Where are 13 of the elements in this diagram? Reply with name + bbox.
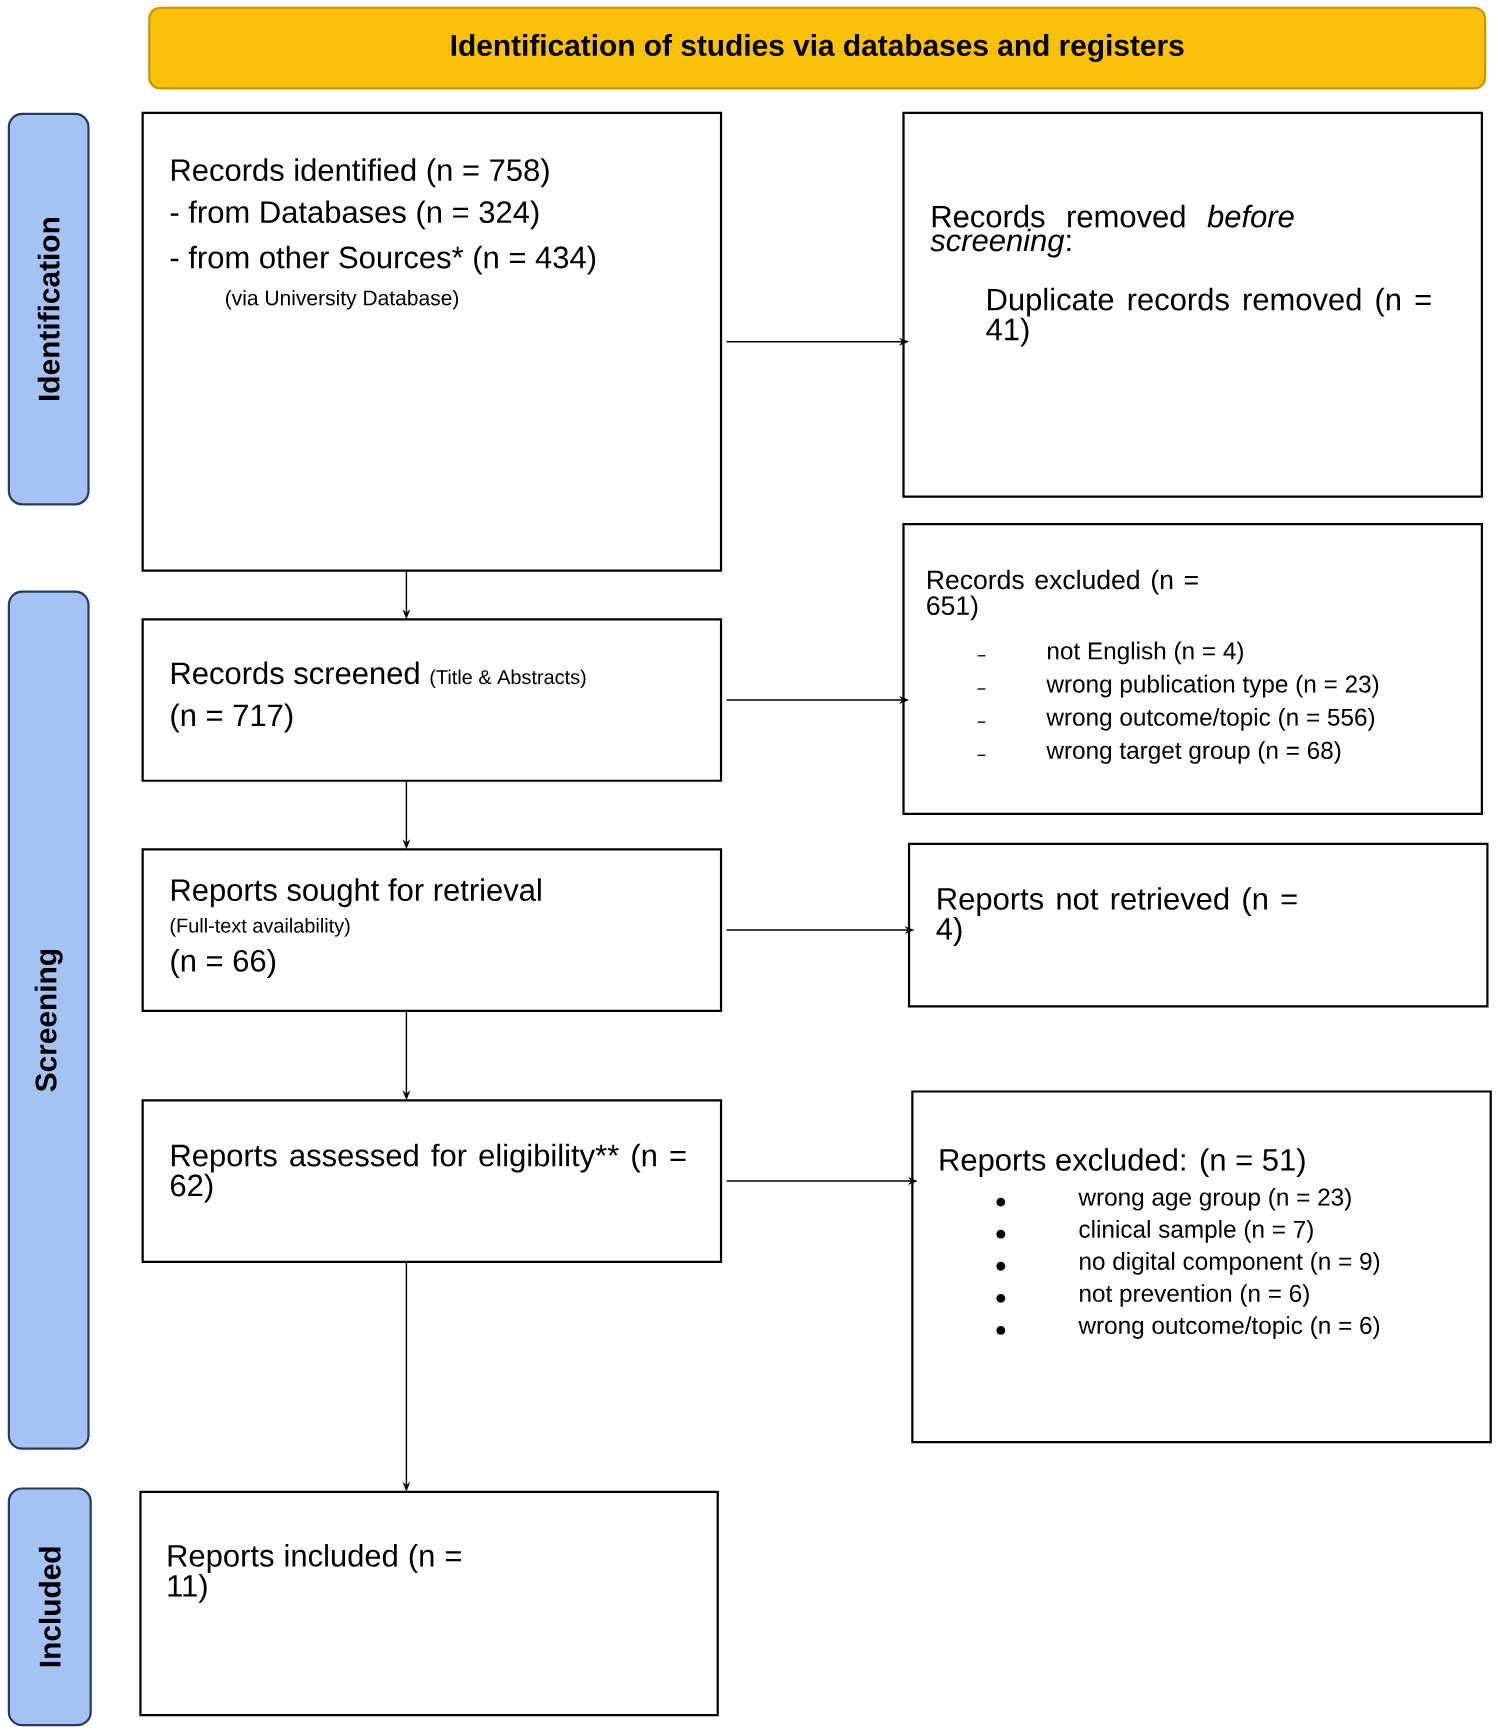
- stage-band: Screening: [7, 590, 90, 1450]
- process-box: Reports assessed for eligibility** (n = 62): [141, 1099, 722, 1263]
- process-box: Records identified (n = 758) - from Databases (n = 324) - from other Sources* (n = 434) (via University Database): [141, 111, 722, 572]
- process-box: Reports excluded: (n = 51) wrong age group (n = 23) clinical sample (n = 7) no digital component (n = 9) not prevention (n = 6) wrong outcome/topic (n = 6): [911, 1090, 1492, 1444]
- process-box: Reports included (n = 11): [139, 1490, 719, 1717]
- header-banner: Identification of studies via databases and registers: [147, 6, 1487, 90]
- process-box: Records removed before screening: Duplicate records removed (n = 41): [902, 111, 1483, 498]
- stage-band: Included: [7, 1487, 92, 1727]
- stage-band: Identification: [7, 112, 90, 506]
- process-box: Records excluded (n = 651) not English (n = 4) wrong publication type (n = 23) wrong outcome/topic (n = 556) wrong target group (n = 68): [902, 523, 1483, 816]
- process-box: Reports not retrieved (n = 4): [907, 842, 1489, 1008]
- process-box: Records screened (Title & Abstracts) (n = 717): [141, 618, 722, 782]
- process-box: Reports sought for retrieval (Full-text availability) (n = 66): [141, 848, 722, 1012]
